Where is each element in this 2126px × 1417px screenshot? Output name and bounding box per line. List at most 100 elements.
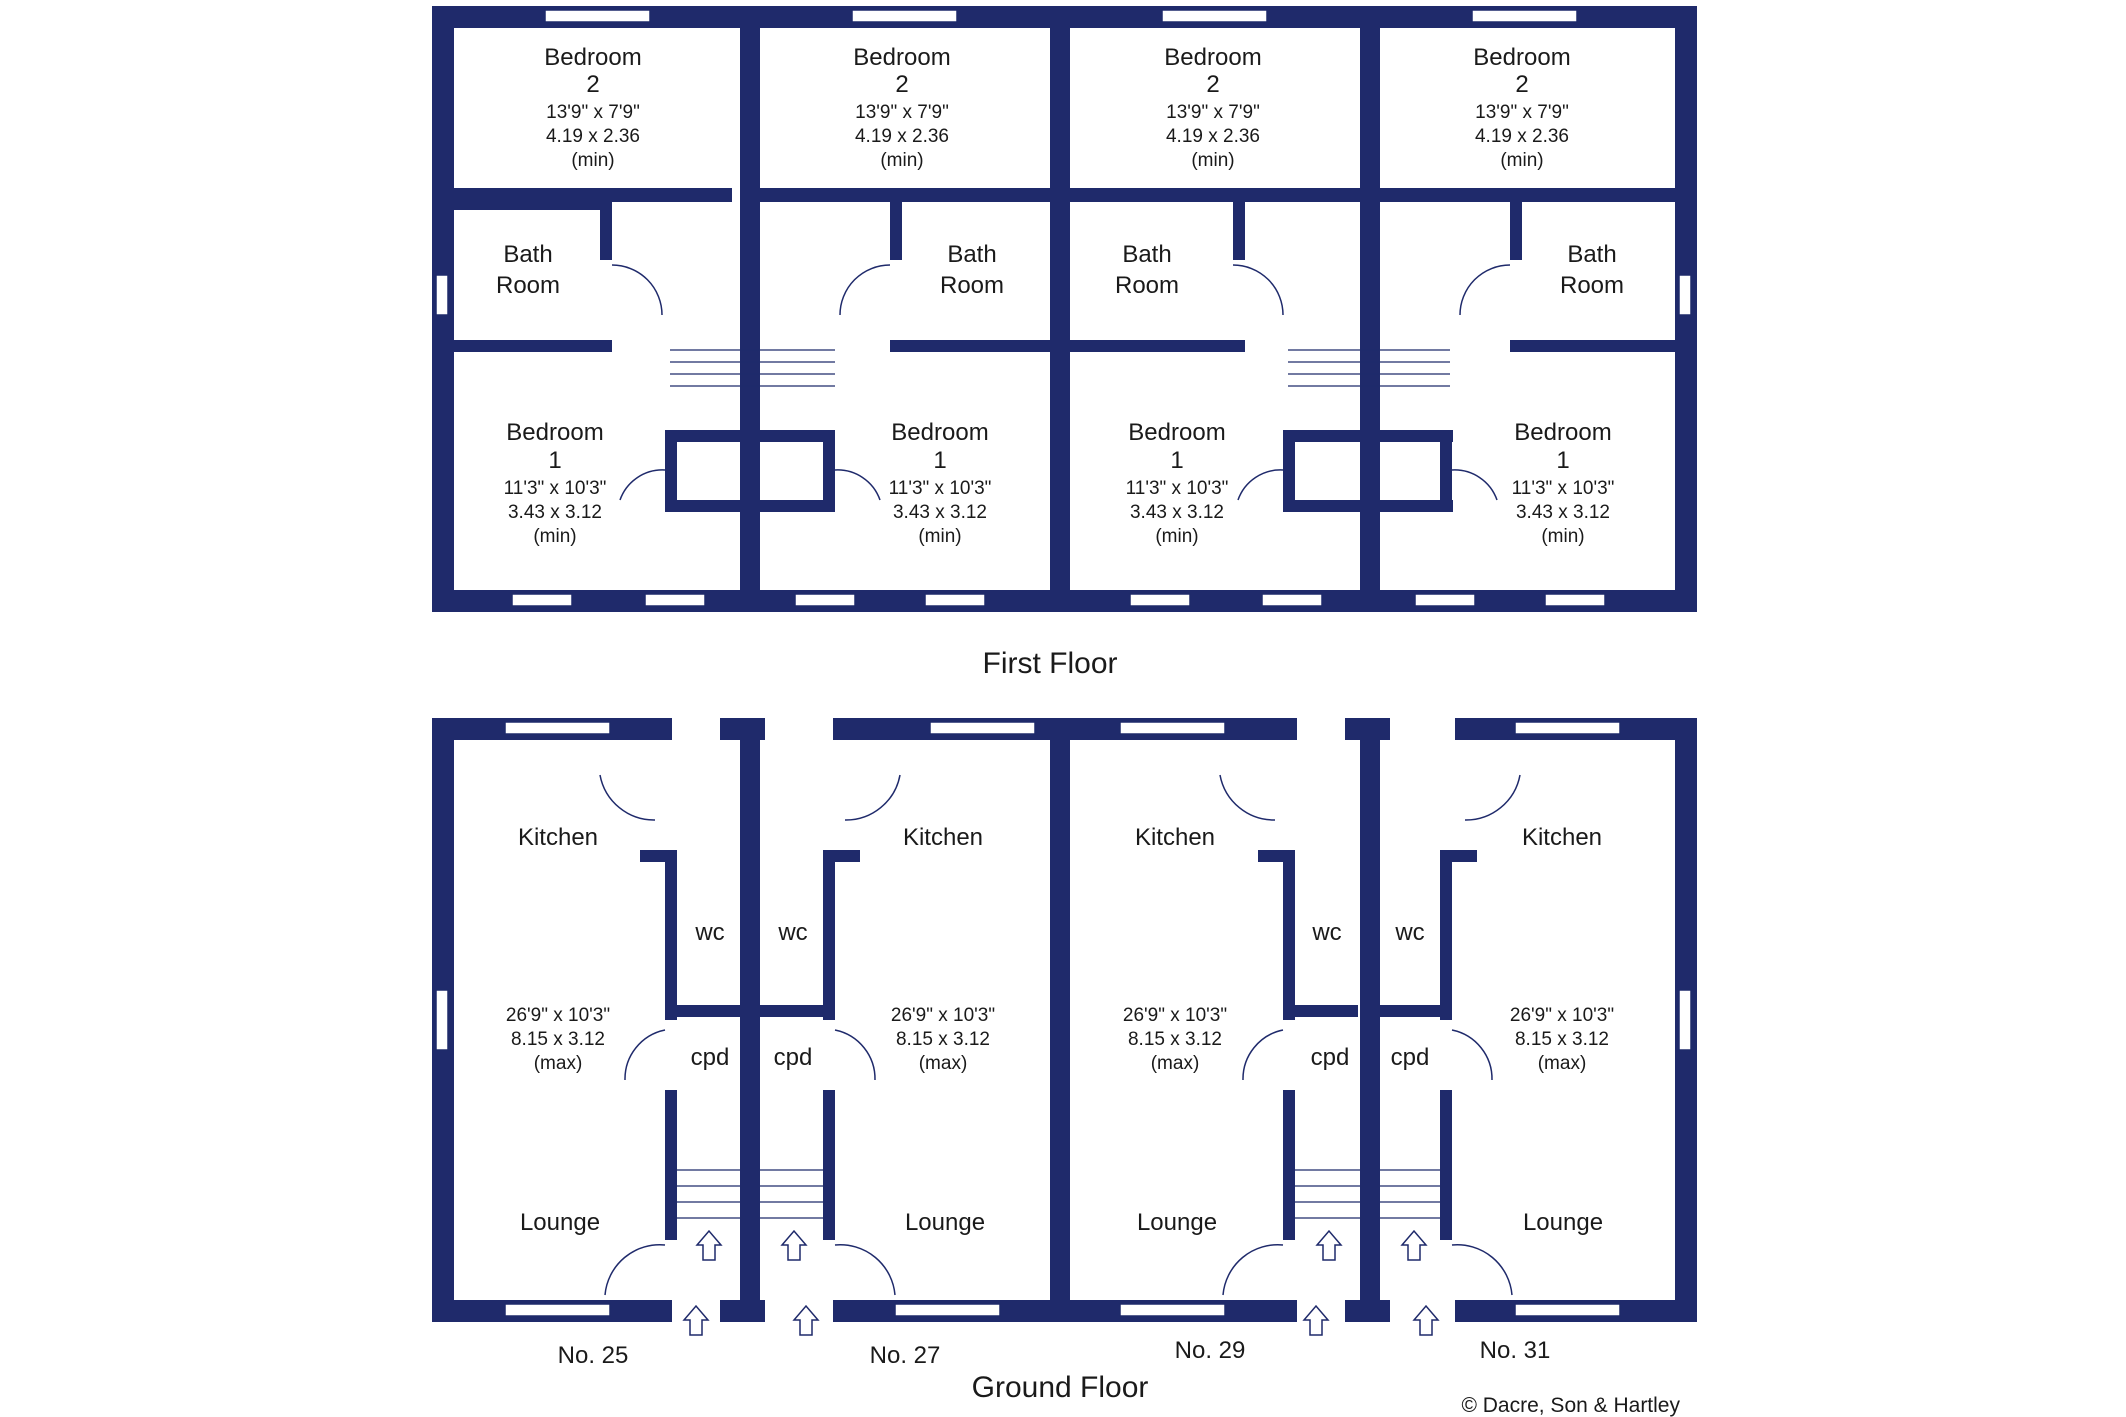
bathroom-label: Bath	[1567, 241, 1616, 268]
bedroom1-label: Bedroom	[506, 419, 603, 446]
bedroom1-note: (min)	[1155, 526, 1198, 547]
room-size-note: (max)	[1151, 1053, 1200, 1074]
bedroom2-size-imperial: 13'9" x 7'9"	[1166, 102, 1260, 123]
bedroom2-number: 2	[1206, 71, 1219, 98]
bedroom1-number: 1	[1556, 447, 1569, 474]
bedroom2-note: (min)	[571, 150, 614, 171]
bedroom2-wall-b	[760, 188, 1060, 202]
hall-wall-b	[823, 860, 835, 1020]
bathroom-label-2: Room	[496, 272, 560, 299]
bedroom1-label: Bedroom	[1128, 419, 1225, 446]
bedroom2-number: 2	[1515, 71, 1528, 98]
landing-top-cd	[1283, 430, 1453, 442]
bedroom2-size-metric: 4.19 x 2.36	[1475, 126, 1569, 147]
house-number: No. 25	[558, 1342, 629, 1369]
hall-lower-a	[665, 1090, 677, 1240]
room-size-metric: 8.15 x 3.12	[896, 1029, 990, 1050]
bedroom1-label: Bedroom	[1514, 419, 1611, 446]
kitchen-nib-d	[1440, 850, 1477, 862]
bedroom2-size-metric: 4.19 x 2.36	[855, 126, 949, 147]
house-number: No. 31	[1480, 1337, 1551, 1364]
bath-side-c	[1233, 200, 1245, 260]
wc-wall-b	[760, 1005, 835, 1017]
hall-lower-b	[823, 1090, 835, 1240]
first-floor-stairs	[670, 349, 1450, 387]
house-number: No. 29	[1175, 1337, 1246, 1364]
copyright-notice: © Dacre, Son & Hartley	[1461, 1394, 1680, 1417]
lounge-label: Lounge	[1137, 1209, 1217, 1236]
entrance-arrow-icon	[792, 1304, 820, 1336]
house-number: No. 27	[870, 1342, 941, 1369]
bedroom1-size-imperial: 11'3" x 10'3"	[504, 478, 607, 499]
wc-label: wc	[1394, 919, 1424, 946]
bath-bottom-a	[432, 340, 612, 352]
bedroom2-note: (min)	[880, 150, 923, 171]
bedroom2-label: Bedroom	[1473, 44, 1570, 71]
bedroom1-size-imperial: 11'3" x 10'3"	[1126, 478, 1229, 499]
party-wall-1	[740, 6, 760, 612]
wc-label: wc	[777, 919, 807, 946]
ground-floor-doors	[599, 774, 1521, 1296]
bedroom1-size-imperial: 11'3" x 10'3"	[889, 478, 992, 499]
bedroom1-size-metric: 3.43 x 3.12	[893, 502, 987, 523]
bedroom2-note: (min)	[1191, 150, 1234, 171]
bedroom2-size-imperial: 13'9" x 7'9"	[546, 102, 640, 123]
wc-wall-a	[665, 1005, 755, 1017]
bath-top-a	[432, 200, 612, 210]
bedroom1-note: (min)	[918, 526, 961, 547]
room-size-imperial: 26'9" x 10'3"	[1510, 1005, 1614, 1026]
wc-label: wc	[694, 919, 724, 946]
wc-wall-c	[1283, 1005, 1358, 1017]
bedroom2-size-imperial: 13'9" x 7'9"	[1475, 102, 1569, 123]
gf-party-wall-3	[1360, 718, 1380, 1322]
bedroom1-label: Bedroom	[891, 419, 988, 446]
landing-bottom-ab	[665, 500, 835, 512]
bedroom2-wall-a	[432, 188, 732, 202]
lounge-label: Lounge	[1523, 1209, 1603, 1236]
entrance-arrow-icon	[1315, 1229, 1343, 1261]
bedroom2-number: 2	[586, 71, 599, 98]
entrance-arrow-icon	[1412, 1304, 1440, 1336]
hall-lower-d	[1440, 1090, 1452, 1240]
bedroom2-label: Bedroom	[1164, 44, 1261, 71]
bedroom1-size-metric: 3.43 x 3.12	[1130, 502, 1224, 523]
first-floor-plan	[432, 6, 1697, 612]
gf-party-wall-2	[1050, 718, 1070, 1322]
wc-label: wc	[1311, 919, 1341, 946]
bedroom1-number: 1	[548, 447, 561, 474]
bath-bottom-c	[1070, 340, 1245, 352]
first-floor-title: First Floor	[983, 647, 1118, 680]
cupboard-label: cpd	[774, 1044, 813, 1071]
bedroom2-size-metric: 4.19 x 2.36	[1166, 126, 1260, 147]
bath-bottom-b	[890, 340, 1060, 352]
lounge-label: Lounge	[905, 1209, 985, 1236]
landing-wall-a	[665, 430, 677, 510]
room-size-metric: 8.15 x 3.12	[511, 1029, 605, 1050]
room-size-imperial: 26'9" x 10'3"	[506, 1005, 610, 1026]
bedroom1-size-metric: 3.43 x 3.12	[1516, 502, 1610, 523]
first-floor-windows	[435, 9, 1692, 607]
bath-side-d	[1510, 200, 1522, 260]
room-size-note: (max)	[919, 1053, 968, 1074]
bathroom-label-2: Room	[940, 272, 1004, 299]
room-size-note: (max)	[534, 1053, 583, 1074]
bedroom2-size-metric: 4.19 x 2.36	[546, 126, 640, 147]
landing-wall-b	[823, 430, 835, 510]
landing-top-ab	[665, 430, 835, 442]
hall-lower-c	[1283, 1090, 1295, 1240]
kitchen-label: Kitchen	[903, 824, 983, 851]
entrance-arrow-icon	[1302, 1304, 1330, 1336]
first-floor-doors	[611, 264, 1511, 501]
bedroom1-note: (min)	[533, 526, 576, 547]
gf-party-wall-1	[740, 718, 760, 1322]
bedroom1-size-imperial: 11'3" x 10'3"	[1512, 478, 1615, 499]
room-size-imperial: 26'9" x 10'3"	[1123, 1005, 1227, 1026]
hall-wall-d	[1440, 860, 1452, 1020]
ground-floor-plan	[432, 718, 1697, 1336]
entrance-arrows	[682, 1229, 1440, 1336]
bath-side-b	[890, 200, 902, 260]
wc-wall-d	[1380, 1005, 1452, 1017]
bathroom-label: Bath	[947, 241, 996, 268]
party-wall-2	[1050, 6, 1070, 612]
hall-wall-a	[665, 860, 677, 1020]
